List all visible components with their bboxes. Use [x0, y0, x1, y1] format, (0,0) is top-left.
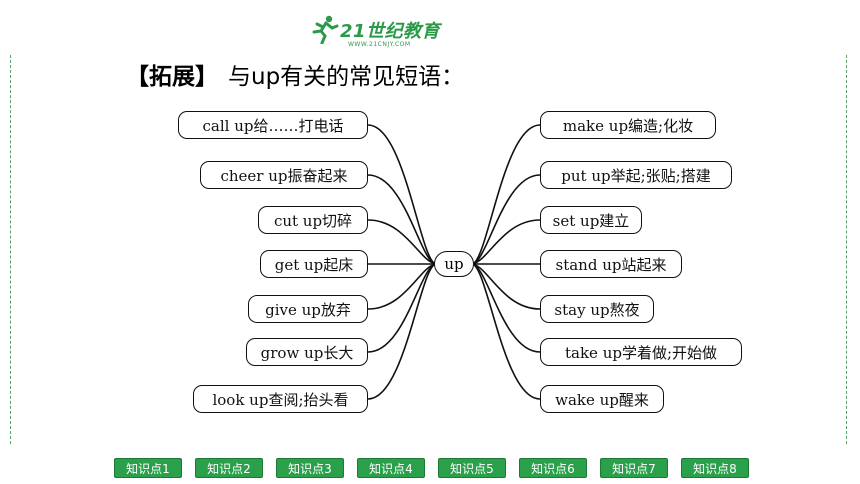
nav-button-knowledge-3[interactable]: 知识点3 [276, 458, 344, 478]
nav-button-knowledge-7[interactable]: 知识点7 [600, 458, 668, 478]
connector-right-7 [471, 263, 541, 400]
runner-icon [312, 15, 339, 44]
connector-right-5 [471, 263, 541, 310]
nav-button-knowledge-6[interactable]: 知识点6 [519, 458, 587, 478]
phrase-set-up: set up建立 [540, 206, 642, 234]
connector-left-2 [367, 174, 437, 265]
logo: 21世纪教育 WWW.21CNJY.COM [310, 14, 440, 50]
logo-url: WWW.21CNJY.COM [348, 41, 411, 48]
heading-tag: 【拓展】 [126, 64, 218, 90]
connector-right-1 [471, 124, 541, 265]
phrase-cut-up: cut up切碎 [258, 206, 368, 234]
phrase-take-up: take up学着做;开始做 [540, 338, 742, 366]
phrase-grow-up: grow up长大 [246, 338, 368, 366]
connector-left-3 [367, 219, 437, 265]
connector-left-1 [367, 124, 437, 265]
connector-left-7 [367, 263, 437, 400]
phrase-put-up: put up举起;张贴;搭建 [540, 161, 732, 189]
phrase-cheer-up: cheer up振奋起来 [200, 161, 368, 189]
phrase-stay-up: stay up熬夜 [540, 295, 654, 323]
phrase-make-up: make up编造;化妆 [540, 111, 716, 139]
phrase-wake-up: wake up醒来 [540, 385, 664, 413]
nav-button-knowledge-2[interactable]: 知识点2 [195, 458, 263, 478]
phrase-look-up: look up查阅;抬头看 [193, 385, 368, 413]
nav-button-knowledge-1[interactable]: 知识点1 [114, 458, 182, 478]
left-dashed-border [10, 55, 11, 444]
phrase-stand-up: stand up站起来 [540, 250, 682, 278]
connector-right-2 [471, 174, 541, 265]
phrase-give-up: give up放弃 [248, 295, 368, 323]
page-heading: 【拓展】与up有关的常见短语： [126, 57, 464, 91]
nav-button-knowledge-5[interactable]: 知识点5 [438, 458, 506, 478]
heading-text: 与up有关的常见短语： [228, 64, 465, 90]
connector-left-5 [367, 263, 437, 310]
phrase-get-up: get up起床 [260, 250, 368, 278]
nav-button-knowledge-4[interactable]: 知识点4 [357, 458, 425, 478]
right-dashed-border [846, 55, 847, 444]
phrase-call-up: call up给……打电话 [178, 111, 368, 139]
connector-right-3 [471, 219, 541, 265]
logo-text: 21世纪教育 [340, 21, 441, 42]
nav-button-knowledge-8[interactable]: 知识点8 [681, 458, 749, 478]
center-node-up: up [434, 251, 474, 277]
